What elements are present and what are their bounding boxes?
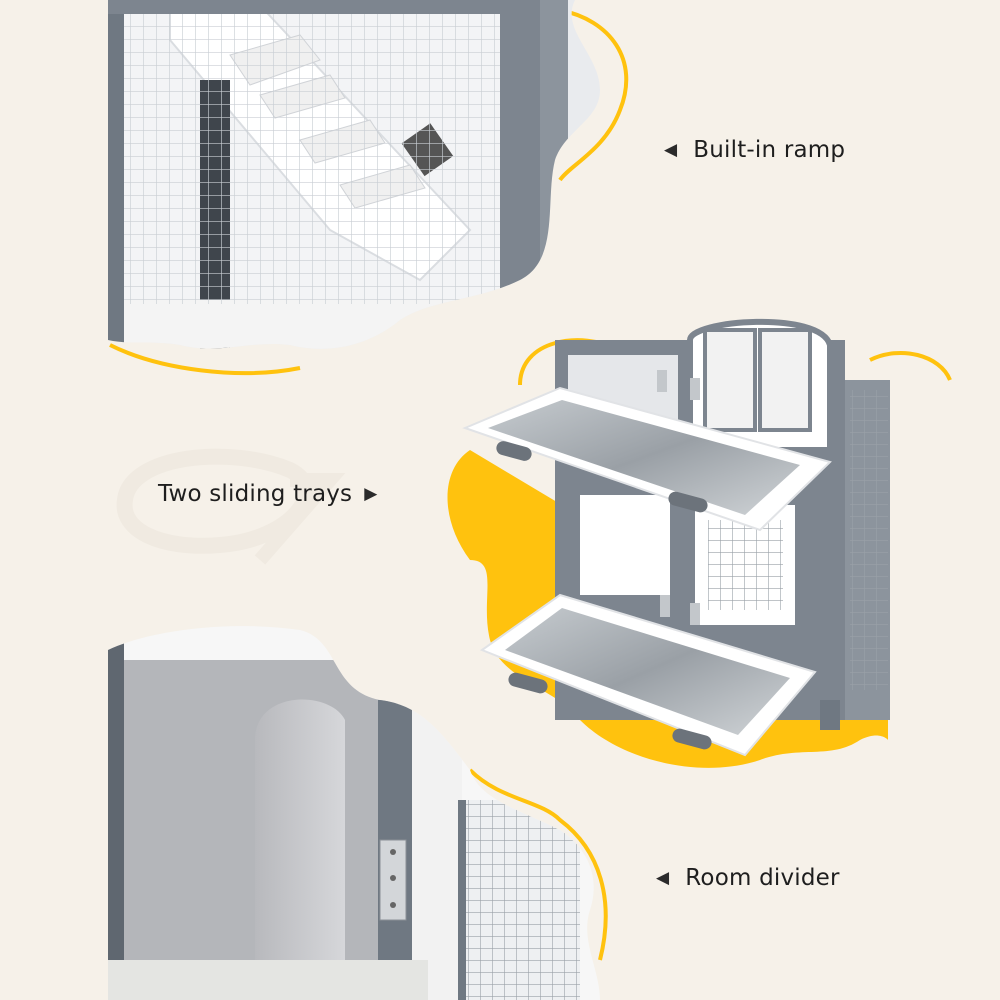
trays-photo	[462, 318, 890, 757]
ramp-photo-accent	[109, 8, 629, 376]
right-triangle-icon: ▶	[364, 484, 378, 504]
feature-label-text: Room divider	[685, 865, 840, 891]
room-divider-label: ◀ Room divider	[656, 865, 840, 891]
feature-label-text: Built-in ramp	[693, 137, 846, 163]
built-in-ramp-label: ◀ Built-in ramp	[664, 137, 845, 163]
left-triangle-icon: ◀	[656, 868, 670, 888]
divider-photo-accent	[468, 768, 608, 961]
ramp-photo	[108, 0, 600, 349]
left-triangle-icon: ◀	[664, 140, 678, 160]
feature-label-text: Two sliding trays	[158, 481, 353, 507]
divider-photo	[108, 626, 600, 1000]
watermark-logo	[116, 448, 346, 565]
two-sliding-trays-label: Two sliding trays ▶	[158, 481, 378, 507]
